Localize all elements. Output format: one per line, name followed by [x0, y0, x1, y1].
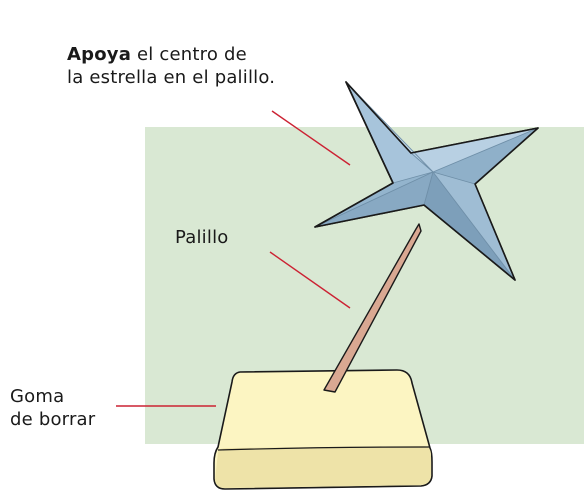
star-facet: [433, 128, 538, 184]
toothpick: [323, 223, 422, 393]
star-facet: [411, 128, 538, 172]
star-label-line2: la estrella en el palillo.: [67, 67, 276, 88]
leader-line-toothpick: [269, 251, 351, 309]
star-facet: [424, 172, 515, 280]
toothpick-body: [323, 223, 422, 393]
star-label-rest: el centro de: [131, 44, 247, 65]
eraser-label: Goma de borrar: [10, 385, 95, 431]
star-label: Apoya el centro de la estrella en el pal…: [67, 43, 275, 89]
eraser: [213, 369, 433, 490]
eraser-side: [215, 446, 431, 488]
eraser-label-line2: de borrar: [10, 409, 96, 430]
leader-line-star: [271, 110, 351, 166]
star: [314, 81, 539, 281]
eraser-edge: [217, 446, 431, 451]
toothpick-label: Palillo: [175, 227, 229, 248]
star-label-bold: Apoya: [67, 44, 132, 65]
eraser-label-line1: Goma: [10, 386, 65, 407]
